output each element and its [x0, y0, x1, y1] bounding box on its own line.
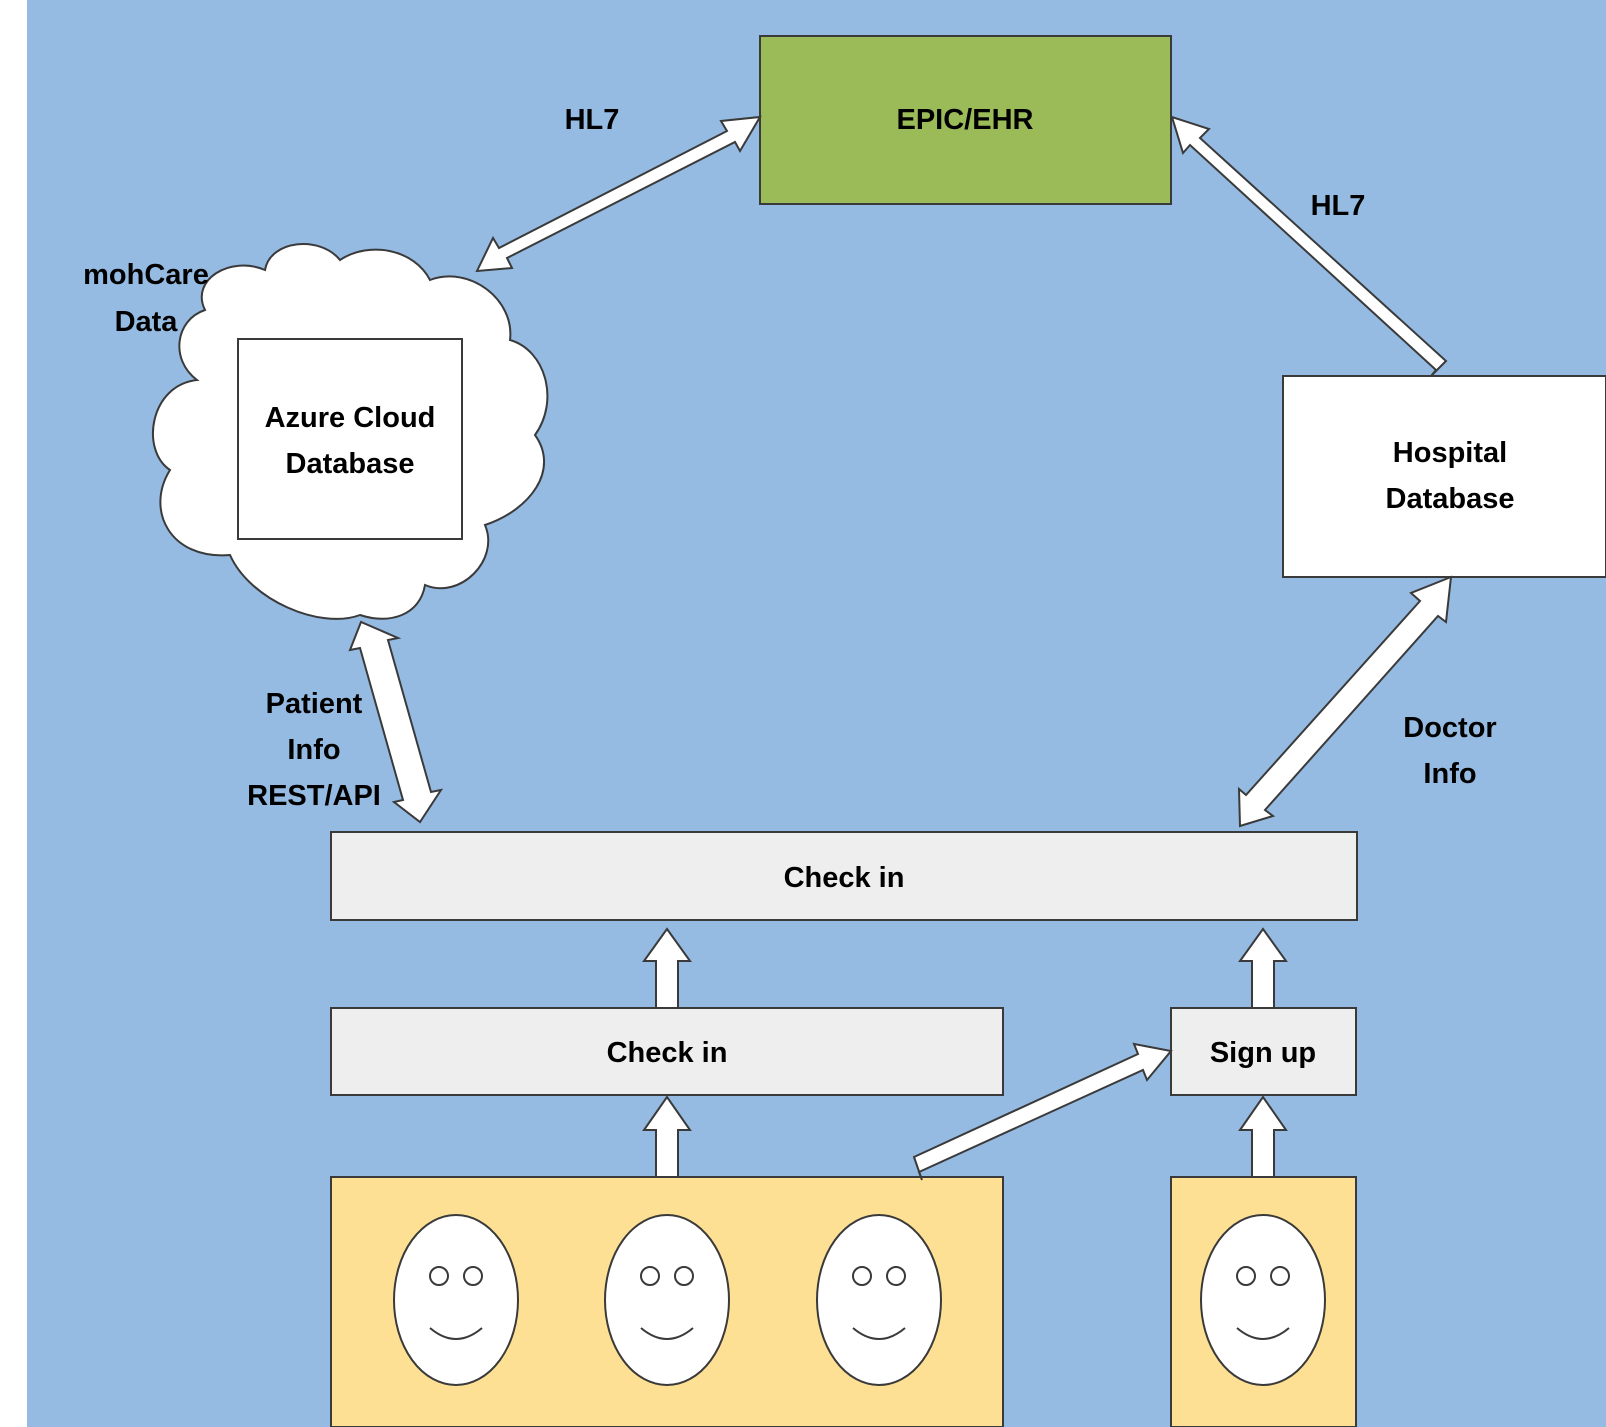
edge-label-doctor-info-1: Doctor — [1403, 712, 1496, 744]
check-in-patient-label: Check in — [607, 1037, 728, 1069]
cloud-caption-line-1: mohCare — [83, 259, 209, 291]
arrow-patients-to-checkin — [642, 1095, 692, 1178]
hospital-database-line-2: Database — [1386, 483, 1515, 515]
smiley-icon — [1200, 1214, 1326, 1386]
arrow-new-patient-to-signup — [1238, 1095, 1288, 1178]
sign-up-label: Sign up — [1210, 1037, 1316, 1069]
smiley-icon — [816, 1214, 942, 1386]
edge-label-hl7-left: HL7 — [565, 104, 620, 136]
azure-database-box — [237, 338, 463, 540]
edge-label-patient-info-3: REST/API — [247, 780, 381, 812]
arrow-signup-to-main — [1238, 927, 1288, 1009]
hospital-database-line-1: Hospital — [1393, 437, 1507, 469]
smiley-icon — [604, 1214, 730, 1386]
arrow-cloud-checkin — [348, 620, 444, 824]
arrow-cloud-ehr — [475, 115, 762, 273]
edge-label-hl7-right: HL7 — [1311, 190, 1366, 222]
edge-label-doctor-info-2: Info — [1423, 758, 1476, 790]
arrow-hospital-ehr — [1170, 115, 1448, 377]
arrow-hospital-checkin — [1237, 575, 1453, 828]
ehr-system-box — [759, 35, 1172, 205]
edge-label-patient-info-1: Patient — [266, 688, 363, 720]
check-in-main-bar — [330, 831, 1358, 921]
smiley-icon — [393, 1214, 519, 1386]
azure-database-line-1: Azure Cloud — [265, 402, 436, 434]
cloud-caption-line-2: Data — [115, 306, 179, 338]
check-in-patient-bar — [330, 1007, 1004, 1096]
check-in-main-label: Check in — [784, 862, 905, 894]
arrow-patients-to-signup — [912, 1042, 1173, 1181]
hospital-database-box — [1282, 375, 1606, 578]
azure-database-line-2: Database — [286, 448, 415, 480]
edge-label-patient-info-2: Info — [287, 734, 340, 766]
arrow-checkin-to-main — [642, 927, 692, 1009]
ehr-system-label: EPIC/EHR — [897, 104, 1034, 136]
